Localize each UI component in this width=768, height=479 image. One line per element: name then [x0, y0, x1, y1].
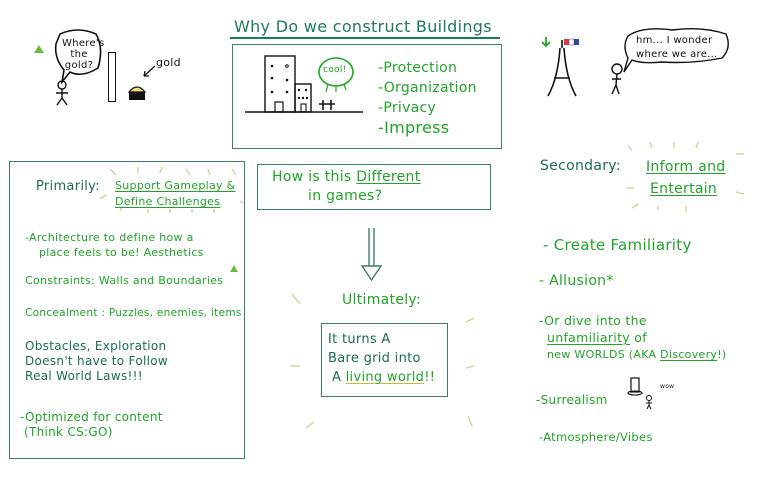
answer-box — [321, 323, 448, 397]
answer-text: It turns A Bare grid into A living world… — [328, 332, 436, 385]
point-concealment: Concealment : Puzzles, enemies, items — [25, 307, 242, 319]
page-title: Why Do we construct Buildings — [234, 17, 492, 36]
secondary-rays-icon — [626, 141, 745, 212]
point-obstacles: Obstacles, Exploration Doesn't have to F… — [25, 339, 169, 383]
green-marker-icon — [230, 265, 238, 272]
primary-value: Support Gameplay & Define Challenges — [115, 179, 236, 208]
reason-item: -Organization — [378, 80, 477, 96]
reason-item: -Privacy — [378, 100, 437, 116]
question-text: How is this Different in games? — [272, 169, 421, 204]
buildings-illustration-icon — [245, 55, 363, 113]
gold-label: gold — [156, 56, 181, 69]
point-unfamiliarity: -Or dive into the unfamiliarity of new W… — [539, 313, 727, 361]
point-architecture: -Architecture to define how a place feel… — [25, 231, 204, 259]
point-constraints: Constraints: Walls and Boundaries — [25, 274, 224, 287]
down-arrow-icon — [360, 228, 383, 282]
cool-text: cool! — [323, 65, 347, 75]
center-rays-icon — [290, 293, 475, 429]
reason-item: -Impress — [378, 118, 450, 137]
title-underline — [230, 37, 500, 39]
green-marker-icon — [34, 45, 44, 53]
emphasis-rays-icon — [99, 166, 245, 213]
buildings-box — [232, 44, 502, 149]
primary-label: Primarily: — [36, 179, 100, 194]
arrow-icon — [143, 65, 156, 77]
ultimately-label: Ultimately: — [342, 292, 422, 308]
primary-panel — [9, 161, 245, 459]
eiffel-tower-icon — [547, 38, 579, 97]
surreal-door-icon — [627, 377, 652, 410]
speech-bubble-icon — [623, 27, 729, 73]
speech-bubble-icon — [54, 29, 102, 85]
cool-bubble-icon — [318, 57, 354, 93]
pillar-icon — [108, 52, 116, 102]
point-atmosphere: -Atmosphere/Vibes — [539, 430, 653, 444]
wow-text: wow — [660, 383, 675, 390]
speech-text: hm... I wonder where we are... — [636, 35, 718, 60]
question-box — [257, 164, 491, 210]
reasons-list: -Protection -Organization -Privacy -Impr… — [378, 58, 477, 138]
stick-figure-icon — [611, 63, 623, 95]
point-allusion: - Allusion* — [539, 273, 614, 289]
point-optimized: -Optimized for content (Think CS:GO) — [20, 410, 163, 439]
reason-item: -Protection — [378, 60, 458, 76]
secondary-label: Secondary: — [540, 158, 621, 174]
speech-text: Where's the gold? — [62, 38, 105, 71]
stick-figure-icon — [56, 80, 68, 106]
point-surrealism: -Surrealism — [536, 393, 608, 407]
point-familiarity: - Create Familiarity — [543, 236, 692, 254]
gold-pile-icon — [127, 86, 147, 100]
green-arrow-icon — [541, 37, 551, 48]
secondary-value: Inform and Entertain — [646, 159, 726, 197]
